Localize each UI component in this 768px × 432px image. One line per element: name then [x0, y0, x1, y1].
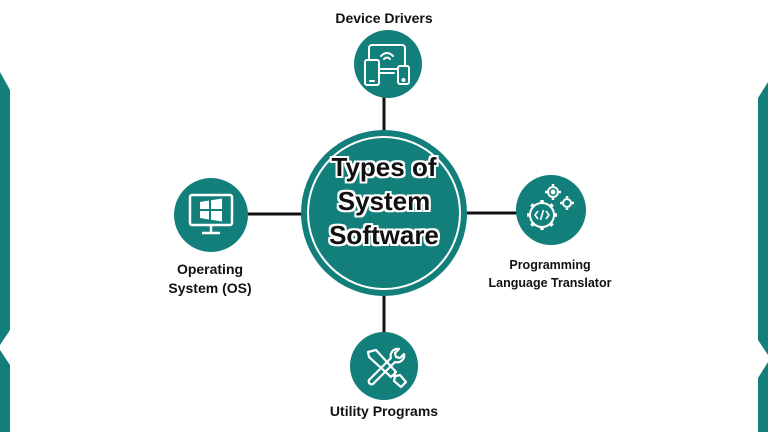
tools-icon — [366, 347, 408, 389]
center-hub — [301, 130, 467, 296]
label-operating-system-line1: Operating — [176, 261, 244, 277]
connectors — [244, 95, 522, 335]
label-device-drivers: Device Drivers — [335, 10, 433, 26]
devices-icon — [364, 44, 410, 86]
label-operating-system: Operating System (OS) — [130, 260, 290, 298]
node-utility-programs — [350, 332, 418, 400]
left-side-decoration — [0, 72, 10, 432]
windows-monitor-icon — [188, 193, 234, 235]
code-gears-icon — [527, 184, 574, 230]
label-programming-line1: Programming — [509, 258, 591, 272]
node-device-drivers — [354, 30, 422, 98]
label-utility-programs: Utility Programs — [329, 403, 439, 419]
label-programming-language-translator: Programming Language Translator — [470, 256, 630, 292]
center-title: Types of System Software — [308, 150, 460, 252]
label-programming-line2: Language Translator — [488, 276, 612, 290]
right-side-decoration — [758, 82, 768, 432]
label-operating-system-line2: System (OS) — [168, 280, 252, 296]
center-title-line1: Types of — [331, 152, 437, 182]
center-title-line2: System — [337, 186, 431, 216]
center-title-line3: Software — [329, 220, 439, 250]
node-operating-system — [174, 178, 248, 252]
node-programming-language-translator — [516, 175, 586, 245]
